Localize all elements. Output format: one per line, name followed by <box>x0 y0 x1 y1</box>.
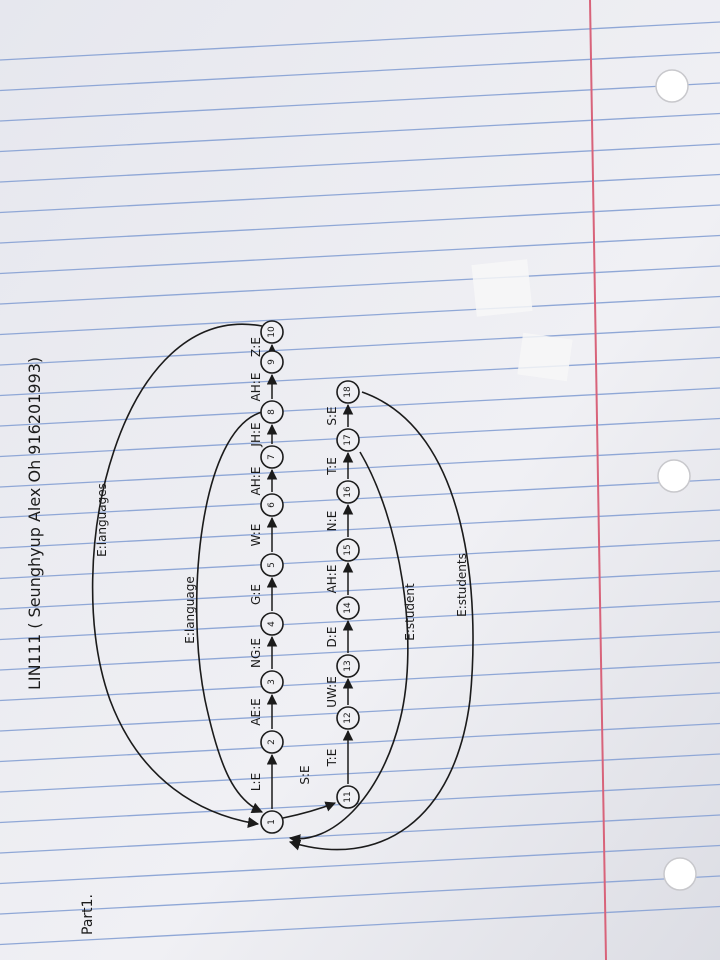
state-node: 13 <box>336 654 360 678</box>
state-node-label: 13 <box>343 660 353 671</box>
state-node: 9 <box>260 350 284 374</box>
state-node-label: 2 <box>267 739 277 745</box>
transition-label: AH:E <box>249 467 263 496</box>
transition-label: W:E <box>249 524 263 547</box>
margin-line <box>589 0 607 960</box>
transition-label: T:E <box>325 457 339 476</box>
state-node-label: 5 <box>267 562 277 568</box>
binder-hole-bottom <box>663 857 697 891</box>
transition-label: AH:E <box>249 373 263 402</box>
state-node: 15 <box>336 538 360 562</box>
return-arc <box>91 323 263 828</box>
state-node-label: 18 <box>343 386 353 398</box>
transition-label: Z:E <box>249 337 263 357</box>
page-title: LIN111 ( Seunghyup Alex Oh 916201993) <box>25 357 44 690</box>
state-node: 17 <box>336 428 360 452</box>
return-arc-label: E:student <box>403 583 417 641</box>
state-node-label: 12 <box>343 712 353 723</box>
state-node-label: 10 <box>267 326 277 338</box>
ruled-lines <box>0 21 720 946</box>
state-node-label: 1 <box>267 819 277 825</box>
state-node: 3 <box>260 670 284 694</box>
return-arc <box>288 391 474 851</box>
state-node-label: 14 <box>343 602 353 614</box>
state-node: 1 <box>260 810 284 834</box>
transition-label: S:E <box>298 765 312 784</box>
transition-label: NG:E <box>249 638 263 668</box>
state-node-label: 15 <box>343 544 353 555</box>
state-node: 11 <box>336 785 360 809</box>
return-arc-label: E:students <box>455 553 469 617</box>
binder-hole-top <box>655 69 689 103</box>
tape-remnant <box>517 332 573 382</box>
state-node-label: 4 <box>267 621 277 627</box>
state-node: 8 <box>260 400 284 424</box>
state-node: 4 <box>260 612 284 636</box>
state-node: 6 <box>260 493 284 517</box>
state-node: 5 <box>260 553 284 577</box>
state-node-label: 3 <box>267 679 277 685</box>
transition-label: N:E <box>325 511 339 532</box>
transition-label: G:E <box>249 584 263 605</box>
transition-label: JH:E <box>249 422 263 447</box>
transition-label: D:E <box>325 627 339 648</box>
return-arc <box>195 411 264 814</box>
return-arc <box>288 451 409 846</box>
transition-label: AE:E <box>249 698 263 725</box>
transition-label: L:E <box>249 773 263 791</box>
state-node: 10 <box>260 320 284 344</box>
state-node: 12 <box>336 706 360 730</box>
state-node-label: 6 <box>267 502 277 508</box>
transition-label: UW:E <box>325 676 339 708</box>
state-node: 18 <box>336 380 360 404</box>
transition-label: S:E <box>325 406 339 425</box>
part-label: Part1. <box>80 894 96 935</box>
state-node-label: 11 <box>343 791 353 802</box>
state-node-label: 8 <box>267 409 277 415</box>
transition-label: T:E <box>325 749 339 768</box>
handwritten-title-block: LIN111 ( Seunghyup Alex Oh 916201993) <box>25 357 44 690</box>
state-node-label: 16 <box>343 486 353 498</box>
state-node: 2 <box>260 730 284 754</box>
state-node-label: 17 <box>343 434 353 445</box>
state-node: 16 <box>336 480 360 504</box>
state-node: 14 <box>336 596 360 620</box>
state-node: 7 <box>260 445 284 469</box>
tape-remnant <box>471 259 533 317</box>
state-node-label: 7 <box>267 454 277 460</box>
state-node-label: 9 <box>267 359 277 365</box>
return-arc-label: E:languages <box>95 483 109 557</box>
transition-label: AH:E <box>325 565 339 594</box>
binder-hole-middle <box>657 459 691 493</box>
transition-arrow <box>282 801 336 819</box>
return-arc-label: E:language <box>183 576 197 644</box>
